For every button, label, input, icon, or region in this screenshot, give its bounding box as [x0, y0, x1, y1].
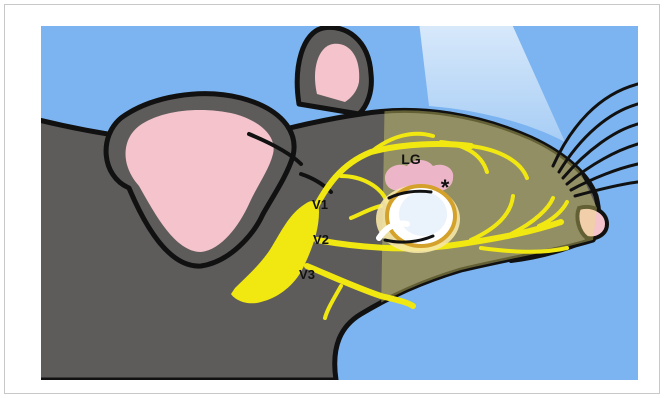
label-v2: V2	[313, 232, 329, 247]
figure-frame: LG * V1 V2 V3	[4, 4, 660, 394]
label-v1: V1	[312, 197, 328, 212]
label-v3: V3	[299, 267, 315, 282]
label-asterisk: *	[441, 175, 450, 200]
illustration-svg: LG * V1 V2 V3	[41, 26, 638, 380]
back-ear-inner	[315, 44, 359, 102]
mouse-trigeminal-illustration: LG * V1 V2 V3	[41, 26, 638, 385]
label-lg: LG	[401, 151, 421, 167]
